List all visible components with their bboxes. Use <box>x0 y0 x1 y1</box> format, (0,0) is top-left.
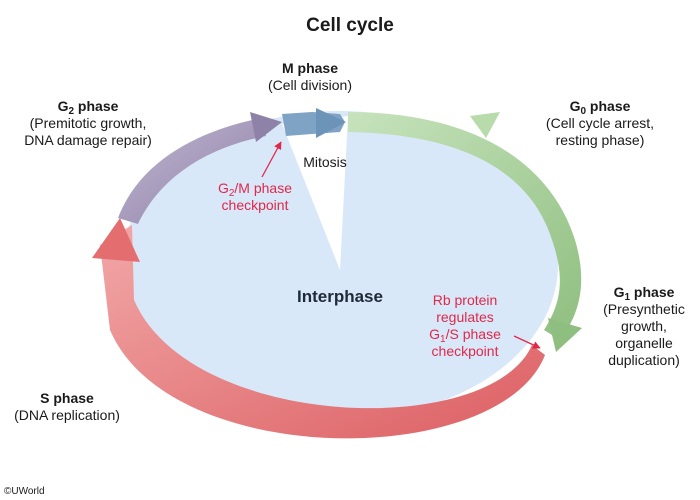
s-phase-heading: S phase <box>40 390 94 406</box>
diagram-title: Cell cycle <box>306 15 394 36</box>
g1-phase-description-line4: duplication) <box>608 352 680 368</box>
mitosis-label: Mitosis <box>303 154 347 170</box>
g2-phase-description-line2: DNA damage repair) <box>24 132 152 148</box>
g2-phase-description-line1: (Premitotic growth, <box>29 115 147 131</box>
m-phase-heading: M phase <box>281 60 338 76</box>
interphase-label: Interphase <box>297 287 383 306</box>
g1s-checkpoint-label: Rb protein regulates G1/S phase checkpoi… <box>410 292 520 360</box>
g2m-checkpoint-arrow <box>261 141 282 178</box>
g2m-checkpoint-line2: checkpoint <box>221 197 289 213</box>
g1s-checkpoint-line1: Rb protein <box>432 292 498 308</box>
g0-phase-arrowhead <box>470 112 500 138</box>
g1-phase-heading: G1 phase <box>613 284 675 303</box>
g1s-checkpoint-line4: checkpoint <box>431 343 499 359</box>
g0-phase-heading: G0 phase <box>569 98 631 117</box>
s-phase-arc <box>100 225 545 439</box>
g1-phase-arrowhead <box>548 318 582 352</box>
g1-phase-description-line1: (Presynthetic <box>603 301 685 317</box>
g1s-checkpoint-line2: regulates <box>436 309 494 325</box>
g1-phase-description-line2: growth, <box>621 318 667 334</box>
g1-phase-description-line3: organelle <box>615 335 673 351</box>
g2-phase-arc <box>118 118 266 224</box>
copyright-notice: ©UWorld <box>4 486 45 497</box>
g2m-checkpoint-label: G2/M phase checkpoint <box>195 180 315 214</box>
m-phase-description: (Cell division) <box>267 77 353 93</box>
g1s-checkpoint-line3: G1/S phase <box>429 326 501 345</box>
g0-g1-phase-arc <box>348 112 582 340</box>
g1-phase-label: G1 phase (Presynthetic growth, organelle… <box>594 284 694 369</box>
g0-phase-label: G0 phase (Cell cycle arrest, resting pha… <box>520 98 680 149</box>
mitosis-wedge <box>282 116 348 270</box>
g2-phase-heading: G2 phase <box>57 98 119 117</box>
s-phase-description: (DNA replication) <box>14 407 120 423</box>
g2m-checkpoint-line1: G2/M phase <box>217 180 293 199</box>
g1s-checkpoint-arrow <box>513 335 541 349</box>
g0-phase-description-line2: resting phase) <box>555 132 645 148</box>
g0-phase-description-line1: (Cell cycle arrest, <box>545 115 655 131</box>
g2-phase-label: G2 phase (Premitotic growth, DNA damage … <box>8 98 168 149</box>
s-phase-arrowhead <box>92 218 140 262</box>
m-phase-arrowhead <box>316 108 346 138</box>
m-phase-label: M phase (Cell division) <box>245 60 375 94</box>
s-phase-label: S phase (DNA replication) <box>2 390 132 424</box>
g2-phase-arrowhead <box>250 112 282 142</box>
